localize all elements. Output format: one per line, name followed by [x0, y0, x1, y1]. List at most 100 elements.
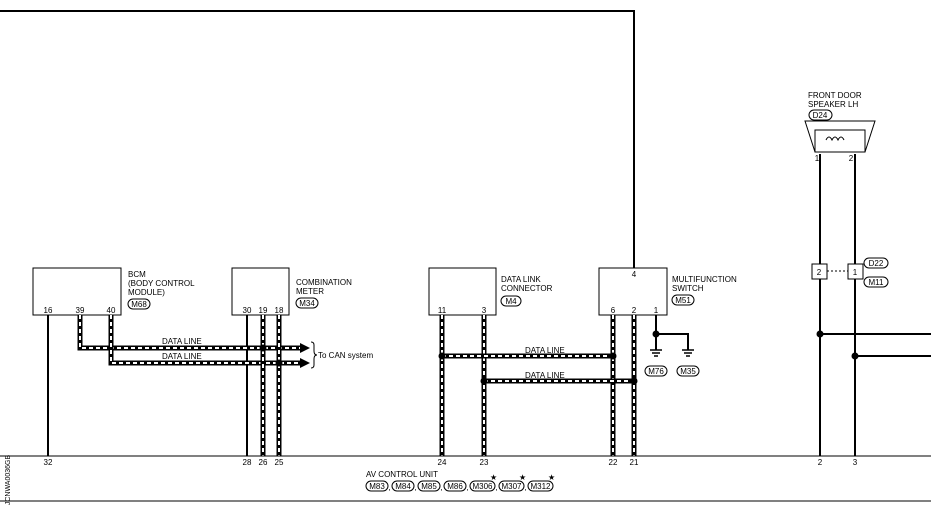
star-icon: ★ — [519, 473, 526, 482]
star-icon: ★ — [548, 473, 555, 482]
dlc-connector: M4 — [505, 297, 517, 306]
bcm-connector-badge — [127, 298, 151, 310]
front-door-speaker-lh: FRONT DOOR SPEAKER LH D24 1 2 — [804, 91, 876, 163]
bcm-connector: M68 — [131, 300, 147, 309]
joint-box-1 — [847, 263, 864, 280]
av-pin-24: 24 — [438, 458, 447, 467]
bcm-box — [32, 267, 122, 316]
mfs-connector: M51 — [675, 296, 691, 305]
joint-code-m11: M11 — [869, 278, 885, 287]
dlc-pin-11: 11 — [438, 306, 447, 315]
av-pin-32: 32 — [44, 458, 53, 467]
separator: , — [415, 483, 417, 492]
bcm-pin-40: 40 — [107, 306, 116, 315]
joint-code-d22: D22 — [869, 259, 884, 268]
av-pin-28: 28 — [243, 458, 252, 467]
bcm-pin-39: 39 — [76, 306, 85, 315]
speaker-name-1: FRONT DOOR — [808, 91, 862, 100]
av-connector-badge: M86, — [443, 480, 469, 492]
separator: , — [441, 483, 443, 492]
data-line-label-4: DATA LINE — [525, 371, 565, 380]
dlc-name-1: DATA LINK — [501, 275, 541, 284]
speaker-pin-2: 2 — [849, 154, 854, 163]
joint-badge-m11 — [863, 276, 889, 288]
separator: , — [525, 483, 527, 492]
speaker-body — [814, 129, 866, 153]
meter-pin-18: 18 — [275, 306, 284, 315]
data-line-label-3: DATA LINE — [525, 346, 565, 355]
mfs-name-1: MULTIFUNCTION — [672, 275, 737, 284]
side-code: JCNWA0036GB — [5, 455, 12, 506]
ground-code-m35: M35 — [680, 367, 696, 376]
plain-wires — [47, 154, 931, 456]
av-pin-23: 23 — [480, 458, 489, 467]
speaker-name-2: SPEAKER LH — [808, 100, 858, 109]
av-connector-badge: M83, — [365, 480, 391, 492]
data-line-wires — [77, 315, 637, 456]
separator: , — [496, 483, 498, 492]
av-connector-code: M306 — [472, 482, 493, 491]
wire-mfs-pin4 — [0, 10, 635, 268]
av-pin-3: 3 — [853, 458, 858, 467]
joint-badge-d22 — [863, 257, 889, 269]
separator: , — [389, 483, 391, 492]
speaker-connector-badge — [808, 109, 833, 121]
mfs-connector-badge — [671, 294, 695, 306]
av-connector-code: M312 — [530, 482, 551, 491]
av-connector-code: M84 — [395, 482, 411, 491]
speaker-connector: D24 — [813, 111, 828, 120]
dlc-name-2: CONNECTOR — [501, 284, 553, 293]
multifunction-switch-unit: 4 MULTIFUNCTION SWITCH M51 6 2 1 — [598, 267, 737, 316]
meter-name-1: COMBINATION — [296, 278, 352, 287]
bcm-pin-16: 16 — [44, 306, 53, 315]
mfs-pin-2: 2 — [632, 306, 637, 315]
ground-m76: M76 — [644, 349, 668, 377]
av-connector-code: M86 — [447, 482, 463, 491]
arrow-icon — [300, 343, 310, 353]
av-control-unit: 32 28 26 25 24 23 22 21 2 3 AV CONTROL U… — [0, 455, 931, 502]
star-icon: ★ — [490, 473, 497, 482]
wire-mfs-1-ground — [655, 315, 689, 350]
av-connector-badge: M306★, — [469, 473, 498, 492]
data-link-connector-unit: DATA LINK CONNECTOR M4 11 3 — [428, 267, 553, 316]
ground-code-m76: M76 — [648, 367, 664, 376]
meter-connector-badge — [295, 297, 319, 309]
speaker-pin-1: 1 — [815, 154, 820, 163]
can-bracket — [310, 341, 318, 369]
av-connector-badge: M307★, — [498, 473, 527, 492]
av-pin-25: 25 — [275, 458, 284, 467]
av-pin-2: 2 — [818, 458, 823, 467]
can-label: To CAN system — [318, 351, 373, 360]
mfs-name-2: SWITCH — [672, 284, 704, 293]
dlc-pin-3: 3 — [482, 306, 487, 315]
joint-connector: 2 1 D22 M11 — [811, 257, 889, 288]
meter-pin-19: 19 — [259, 306, 268, 315]
meter-name-2: METER — [296, 287, 324, 296]
bcm-name-3: MODULE) — [128, 288, 165, 297]
meter-connector: M34 — [299, 299, 315, 308]
bcm-unit: BCM (BODY CONTROL MODULE) M68 16 39 40 — [32, 267, 195, 316]
av-connector-badge: M84, — [391, 480, 417, 492]
joint-pin-2: 2 — [817, 268, 822, 277]
av-connector-code: M83 — [369, 482, 385, 491]
av-pin-22: 22 — [609, 458, 618, 467]
av-unit-name: AV CONTROL UNIT — [366, 470, 438, 479]
arrow-icon — [300, 358, 310, 368]
av-connector-code: M307 — [501, 482, 522, 491]
av-connector-code: M85 — [421, 482, 437, 491]
ground-m35: M35 — [676, 349, 700, 377]
av-pin-26: 26 — [259, 458, 268, 467]
joint-pin-1: 1 — [853, 268, 858, 277]
mfs-pin-1: 1 — [654, 306, 659, 315]
separator: , — [467, 483, 469, 492]
av-connector-badge: M85, — [417, 480, 443, 492]
mfs-pin-6: 6 — [611, 306, 616, 315]
speaker-coil-icon — [825, 136, 845, 142]
dlc-box — [428, 267, 497, 316]
bcm-name-2: (BODY CONTROL — [128, 279, 195, 288]
av-pin-21: 21 — [630, 458, 639, 467]
data-line-label-2: DATA LINE — [162, 352, 202, 361]
meter-box — [231, 267, 290, 316]
junction-dots — [259, 330, 859, 385]
